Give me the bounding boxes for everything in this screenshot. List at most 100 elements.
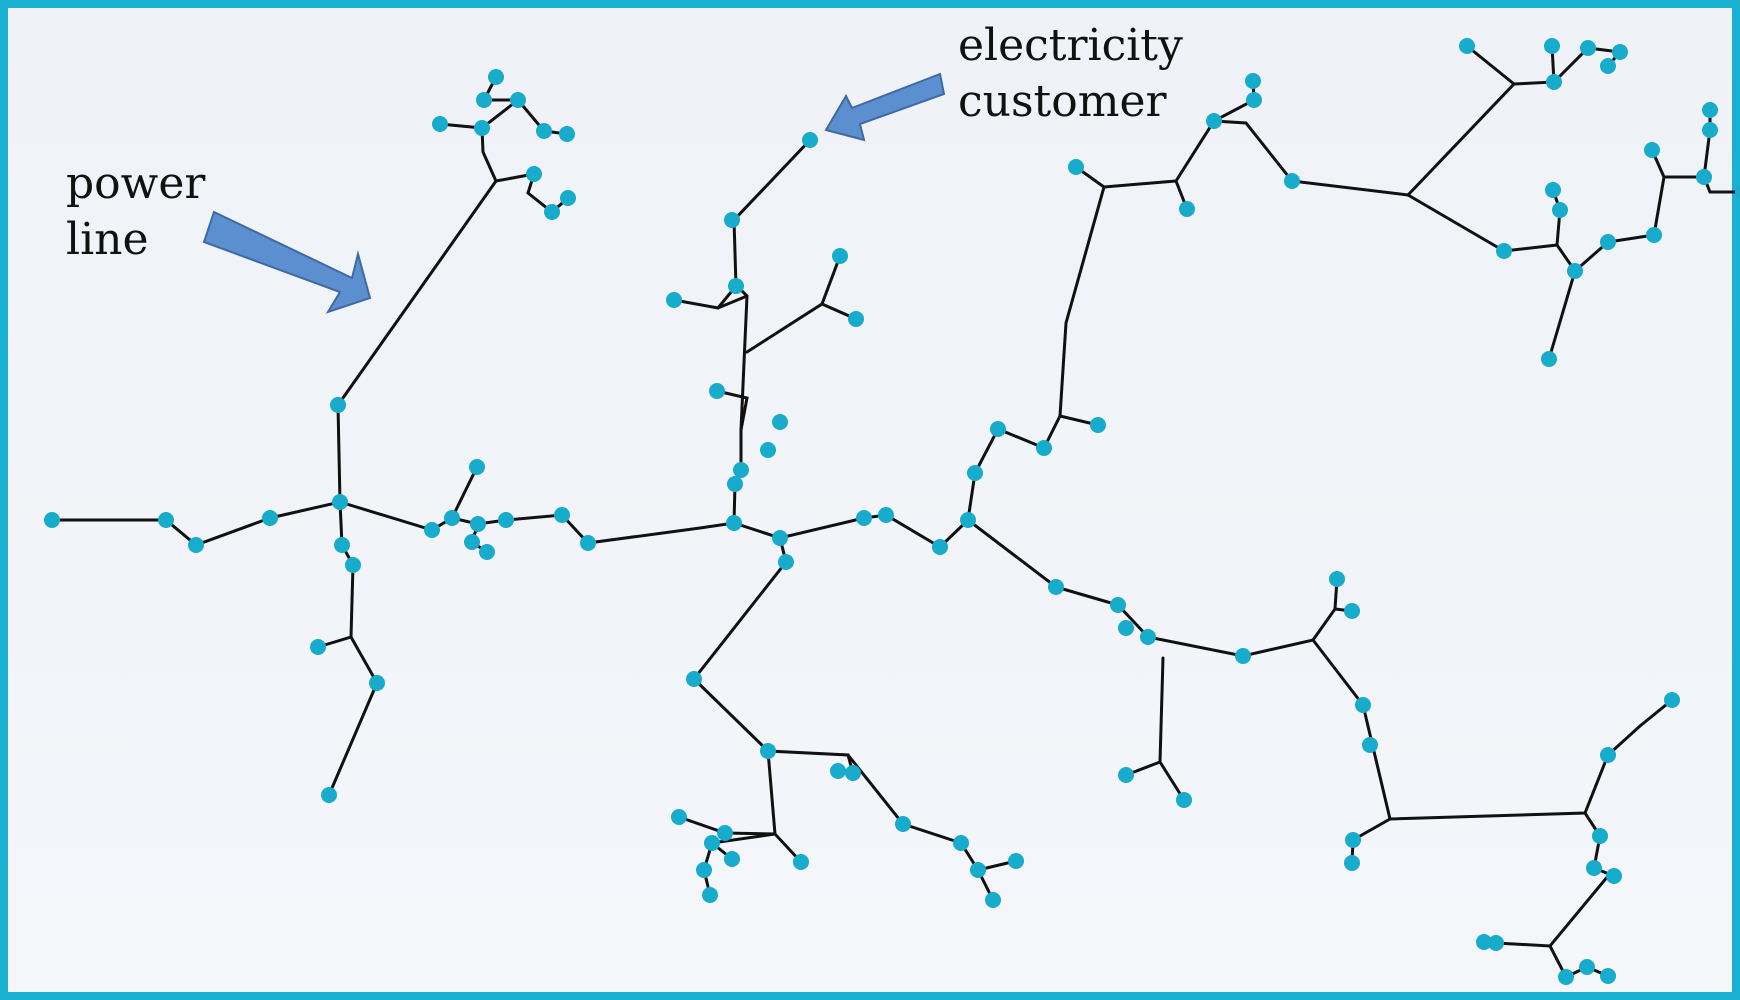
power-line-segment — [672, 294, 749, 310]
customer-node — [704, 835, 720, 851]
power-line-label-line1: power — [66, 158, 206, 209]
customer-node — [476, 92, 492, 108]
customer-node — [580, 535, 596, 551]
customer-node — [321, 787, 337, 803]
customer-node — [1702, 102, 1718, 118]
customer-node — [526, 166, 542, 182]
customer-node — [262, 510, 278, 526]
power-line-segment — [820, 254, 842, 306]
customer-node — [1344, 603, 1360, 619]
customer-node — [1179, 201, 1195, 217]
customer-node — [1600, 968, 1616, 984]
power-line-segment — [526, 172, 570, 214]
power-line-segment — [702, 749, 777, 897]
customer-node — [498, 512, 514, 528]
customer-node — [432, 116, 448, 132]
customer-node — [1664, 692, 1680, 708]
customer-node — [1476, 934, 1492, 950]
customer-node — [1579, 959, 1595, 975]
customer-node — [464, 534, 480, 550]
power-line-segment — [691, 536, 856, 775]
customer-node — [802, 132, 818, 148]
customer-node — [856, 510, 872, 526]
customer-node — [1090, 417, 1106, 433]
power-line-segment — [1482, 874, 1610, 948]
customer-node — [1646, 227, 1662, 243]
customer-node — [188, 537, 204, 553]
power-line-segment — [1058, 165, 1106, 418]
customer-node — [970, 862, 986, 878]
customer-node — [334, 537, 350, 553]
customer-node — [1567, 263, 1583, 279]
power-line-segment — [480, 97, 569, 183]
customer-node — [559, 126, 575, 142]
customer-node — [1544, 38, 1560, 54]
customer-node — [1545, 182, 1561, 198]
customer-node — [848, 311, 864, 327]
customer-node — [1496, 243, 1512, 259]
customer-node — [728, 278, 744, 294]
power-line-segment — [1573, 108, 1712, 273]
customer-node — [1068, 159, 1084, 175]
customer-node — [733, 462, 749, 478]
power-line-segment — [1583, 811, 1616, 878]
power-line-segment — [1465, 44, 1516, 86]
power-line-segment — [327, 635, 379, 797]
customer-node — [895, 816, 911, 832]
customer-node — [1118, 620, 1134, 636]
customer-node — [717, 825, 733, 841]
customer-node — [1702, 122, 1718, 138]
customer-node — [1245, 73, 1261, 89]
customer-node — [985, 892, 1001, 908]
customer-node — [536, 123, 552, 139]
customer-node — [1176, 792, 1192, 808]
customer-node — [1735, 184, 1740, 200]
power-line-segment — [1406, 188, 1562, 253]
customer-node — [474, 120, 490, 136]
power-line-segment — [1102, 179, 1189, 211]
customer-node — [158, 512, 174, 528]
power-line-segment — [1552, 46, 1623, 84]
power-line-segment — [1212, 119, 1410, 197]
power-line-label-line2: line — [66, 214, 149, 265]
customer-node — [666, 292, 682, 308]
power-line-segment — [745, 302, 858, 354]
customer-node — [760, 442, 776, 458]
power-line-segment — [1406, 44, 1556, 197]
customer-node — [1362, 737, 1378, 753]
customer-node — [727, 476, 743, 492]
customer-node — [1284, 173, 1300, 189]
customer-node — [44, 512, 60, 528]
customer-node — [1696, 169, 1712, 185]
customer-arrow — [824, 72, 946, 142]
power-lines — [50, 44, 1740, 979]
customer-node — [1592, 828, 1608, 844]
power-line-segment — [1124, 656, 1165, 777]
customer-node — [845, 765, 861, 781]
customer-node — [332, 494, 348, 510]
customer-node — [469, 459, 485, 475]
customer-node — [696, 862, 712, 878]
customer-node — [1329, 571, 1345, 587]
customer-node — [724, 212, 740, 228]
customer-node — [510, 92, 526, 108]
customer-node — [1488, 935, 1504, 951]
customer-node — [832, 248, 848, 264]
customer-node — [1552, 202, 1568, 218]
customer-node — [1580, 40, 1596, 56]
customer-node — [793, 854, 809, 870]
customer-node — [1355, 697, 1371, 713]
customer-node — [1206, 113, 1222, 129]
customer-node — [444, 510, 460, 526]
customer-node — [686, 671, 702, 687]
customer-node — [479, 544, 495, 560]
power-line-segment — [316, 500, 355, 649]
customer-node — [702, 887, 718, 903]
customer-node — [1110, 597, 1126, 613]
customer-node — [1546, 74, 1562, 90]
customer-node — [1600, 234, 1616, 250]
power-line-segment — [846, 753, 995, 902]
power-line-segment — [1311, 577, 1339, 642]
power-line-segment — [336, 172, 536, 504]
